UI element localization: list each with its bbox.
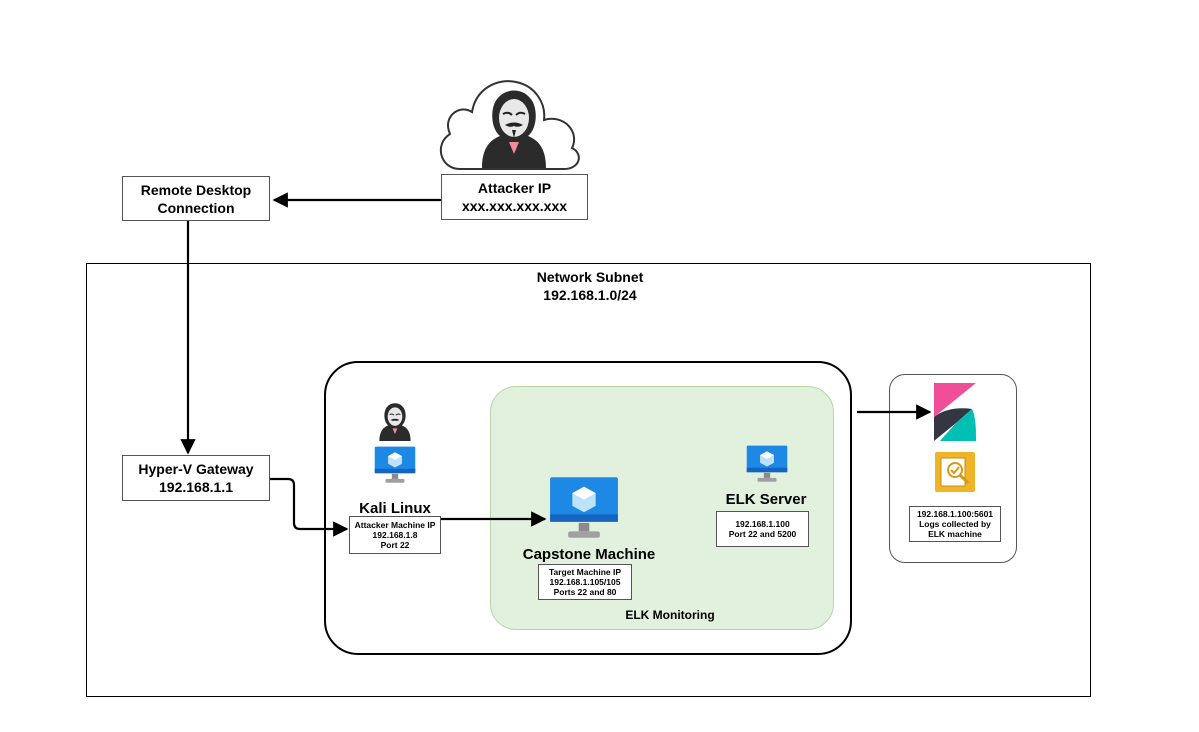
- elk-monitoring-label: ELK Monitoring: [625, 608, 715, 622]
- hacker-icon: [482, 90, 546, 168]
- kali-details-box: Attacker Machine IP 192.168.1.8 Port 22: [349, 516, 441, 554]
- kali-detail-3: Port 22: [380, 540, 410, 550]
- rdp-line2: Connection: [157, 199, 235, 216]
- kali-name: Kali Linux: [359, 500, 431, 517]
- kibana-detail-1: 192.168.1.100:5601: [916, 509, 994, 519]
- kali-vm-icon: [374, 446, 416, 483]
- capstone-detail-2: 192.168.1.105/105: [549, 577, 621, 587]
- kibana-details-box: 192.168.1.100:5601 Logs collected by ELK…: [909, 506, 1001, 542]
- kibana-logo-icon: [934, 383, 976, 441]
- hyperv-gateway-box: Hyper-V Gateway 192.168.1.1: [122, 455, 270, 501]
- network-subnet-box: [86, 263, 1091, 697]
- elk-detail-1: 192.168.1.100: [735, 519, 790, 529]
- subnet-cidr: 192.168.1.0/24: [543, 287, 637, 303]
- remote-desktop-box: Remote Desktop Connection: [122, 176, 270, 221]
- attacker-ip-box: Attacker IP xxx.xxx.xxx.xxx: [441, 174, 588, 220]
- kali-detail-2: 192.168.1.8: [372, 530, 418, 540]
- elk-details-box: 192.168.1.100 Port 22 and 5200: [716, 511, 809, 547]
- capstone-vm-icon: [550, 477, 618, 538]
- capstone-detail-1: Target Machine IP: [548, 567, 622, 577]
- capstone-details-box: Target Machine IP 192.168.1.105/105 Port…: [538, 564, 632, 600]
- lab-container: [324, 361, 852, 655]
- elk-name: ELK Server: [725, 491, 807, 508]
- subnet-title-text: Network Subnet: [536, 269, 644, 285]
- gateway-name: Hyper-V Gateway: [138, 461, 254, 477]
- gateway-to-kali-arrow: [270, 477, 349, 537]
- subnet-title: Network Subnet 192.168.1.0/24: [490, 268, 690, 304]
- capstone-name: Capstone Machine: [522, 546, 656, 563]
- attacker-label: Attacker IP: [477, 180, 552, 196]
- kali-detail-1: Attacker Machine IP: [354, 520, 436, 530]
- elk-vm-icon: [746, 445, 788, 482]
- kibana-detail-3: ELK machine: [928, 529, 982, 539]
- gateway-ip: 192.168.1.1: [159, 479, 233, 495]
- attacker-ip: xxx.xxx.xxx.xxx: [461, 198, 568, 214]
- kali-hacker-icon: [379, 403, 411, 441]
- rdp-line1: Remote Desktop: [140, 181, 252, 198]
- kibana-dashboard-icon: [935, 452, 975, 492]
- kibana-detail-2: Logs collected by: [919, 519, 991, 529]
- capstone-detail-3: Ports 22 and 80: [553, 587, 617, 597]
- elk-detail-2: Port 22 and 5200: [728, 529, 797, 539]
